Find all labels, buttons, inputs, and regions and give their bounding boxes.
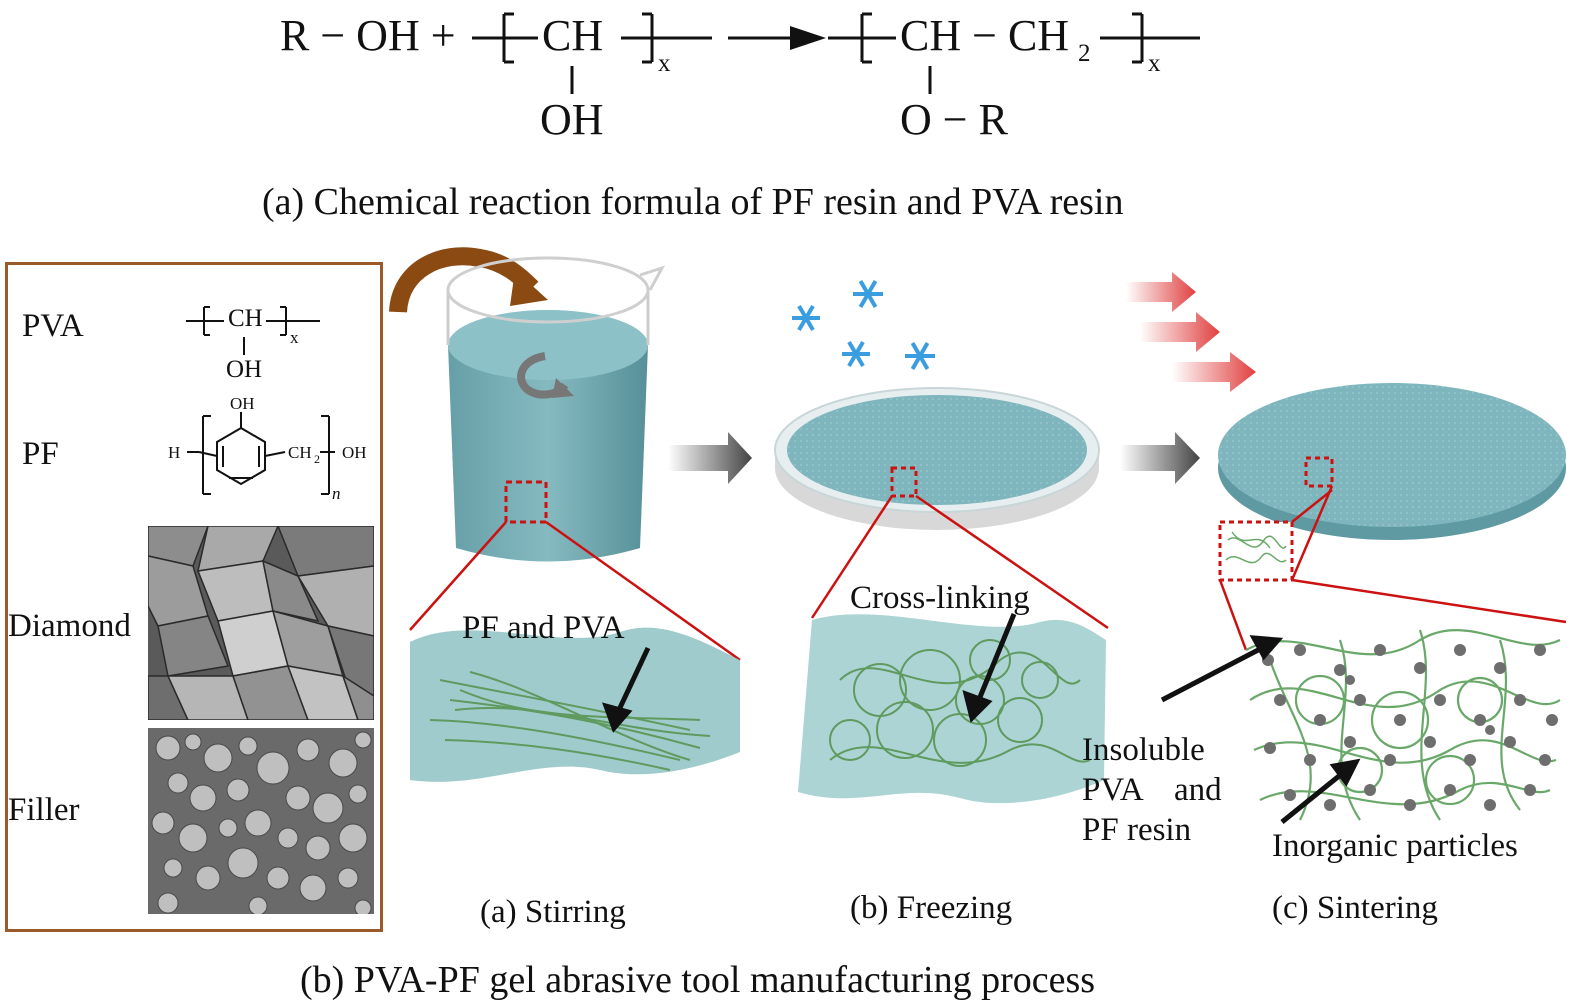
reaction-arrow-icon xyxy=(790,26,826,50)
caption-a: (a) Chemical reaction formula of PF resi… xyxy=(262,181,1124,223)
petri-dish-icon xyxy=(774,387,1100,530)
o-r-group: O − R xyxy=(900,95,1008,144)
pf-oh-right: OH xyxy=(342,443,367,462)
reaction-bonds xyxy=(472,12,1200,94)
pf-label: PF xyxy=(22,436,59,472)
pf-structure xyxy=(187,412,335,495)
stirring-swatch-image xyxy=(410,627,740,782)
diamond-label: Diamond xyxy=(8,608,131,644)
snowflake-icons xyxy=(792,280,935,370)
subscript-x-left: x xyxy=(658,50,671,77)
reactant-r-oh: R − OH + xyxy=(280,11,456,60)
insoluble-line3: PF resin xyxy=(1082,812,1192,848)
pva-label: PVA xyxy=(22,308,84,344)
subscript-x-right: x xyxy=(1148,50,1161,77)
oh-left: OH xyxy=(540,95,604,144)
step-freezing-label: (b) Freezing xyxy=(850,890,1013,926)
subscript-2: 2 xyxy=(1078,40,1091,67)
materials-panel xyxy=(5,262,383,932)
ch-left: CH xyxy=(542,11,604,60)
sintered-disk-icon xyxy=(1218,383,1566,582)
insoluble-line2-a: PVA xyxy=(1082,772,1144,808)
pva-structure xyxy=(186,306,320,355)
sintering-swatch-image xyxy=(1245,629,1561,821)
pf-ch2: CH xyxy=(288,443,312,462)
pf-and-pva-label: PF and PVA xyxy=(462,610,625,646)
step-stirring-label: (a) Stirring xyxy=(480,894,626,930)
insoluble-line1: Insoluble xyxy=(1082,732,1205,768)
diamond-sem-image xyxy=(148,526,374,720)
cross-linking-label: Cross-linking xyxy=(850,580,1030,616)
freezing-swatch-image xyxy=(798,614,1106,804)
filler-label: Filler xyxy=(8,792,80,828)
insoluble-line2-b: and xyxy=(1174,772,1222,808)
heat-arrow-icons xyxy=(1126,272,1256,392)
pf-h: H xyxy=(168,443,181,462)
caption-b: (b) PVA-PF gel abrasive tool manufacturi… xyxy=(300,959,1096,1001)
pf-ch2-sub: 2 xyxy=(314,452,320,466)
filler-sem-image xyxy=(148,728,374,914)
ch-ch2-right: CH − CH xyxy=(900,11,1070,60)
pva-ch: CH xyxy=(228,305,263,332)
pf-n: n xyxy=(332,484,341,503)
pva-oh: OH xyxy=(226,356,263,383)
pva-x: x xyxy=(290,328,299,347)
arrow-to-sintering-icon xyxy=(1120,432,1200,484)
inorganic-particle-dots xyxy=(1262,644,1558,811)
step-sintering-label: (c) Sintering xyxy=(1272,890,1438,926)
inorganic-particles-label: Inorganic particles xyxy=(1272,828,1518,864)
arrow-to-freezing-icon xyxy=(668,432,752,484)
pf-oh-top: OH xyxy=(230,394,255,413)
beaker-icon xyxy=(446,256,666,562)
